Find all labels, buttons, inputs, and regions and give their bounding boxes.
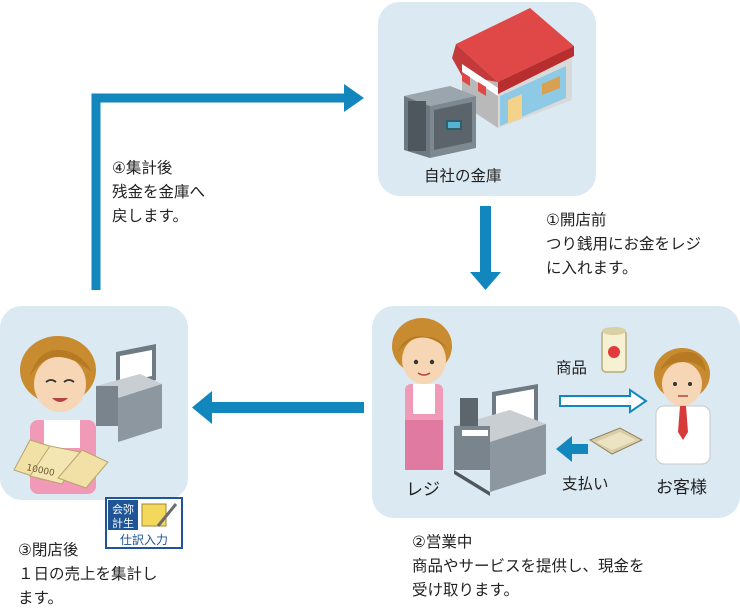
product-can-icon <box>601 327 627 373</box>
flow-arrow-to-register <box>480 206 491 276</box>
customer-label: お客様 <box>656 478 707 498</box>
register-label: レジ <box>406 480 440 500</box>
step1-text: ①開店前 つり銭用にお金をレジ に入れます。 <box>546 211 702 277</box>
payment-label: 支払い <box>562 475 609 493</box>
step3-text: ③閉店後 １日の売上を集計し ます。 <box>18 541 158 607</box>
flow-arrowhead-to-closing <box>192 391 212 424</box>
register-machine-icon <box>454 384 546 496</box>
badge-line1: 会弥 <box>112 502 134 516</box>
flow-arrowhead-to-vault <box>344 84 364 112</box>
step2-text: ②営業中 商品やサービスを提供し、現金を 受け取ります。 <box>412 533 645 599</box>
customer-icon <box>654 348 711 465</box>
vault-label: 自社の金庫 <box>424 167 502 185</box>
product-label: 商品 <box>556 359 588 377</box>
closing-register-icon <box>96 344 162 442</box>
flow-arrow-to-closing <box>208 402 364 413</box>
flow-arrow-to-vault <box>91 93 348 290</box>
cashier-icon <box>392 318 452 470</box>
product-arrow <box>559 388 648 414</box>
flow-arrowhead-to-register <box>470 272 501 290</box>
payment-arrow <box>556 436 588 462</box>
step4-text: ④集計後 残金を金庫へ 戻します。 <box>112 159 206 225</box>
banknotes-icon <box>13 439 109 489</box>
badge-line2: 計生 <box>112 516 134 530</box>
badge-footer: 仕訳入力 <box>120 532 168 547</box>
cash-tray-icon <box>588 427 644 455</box>
safe-icon <box>404 86 476 158</box>
notebook-pencil-icon <box>141 503 178 527</box>
shop-building-icon <box>452 8 574 128</box>
